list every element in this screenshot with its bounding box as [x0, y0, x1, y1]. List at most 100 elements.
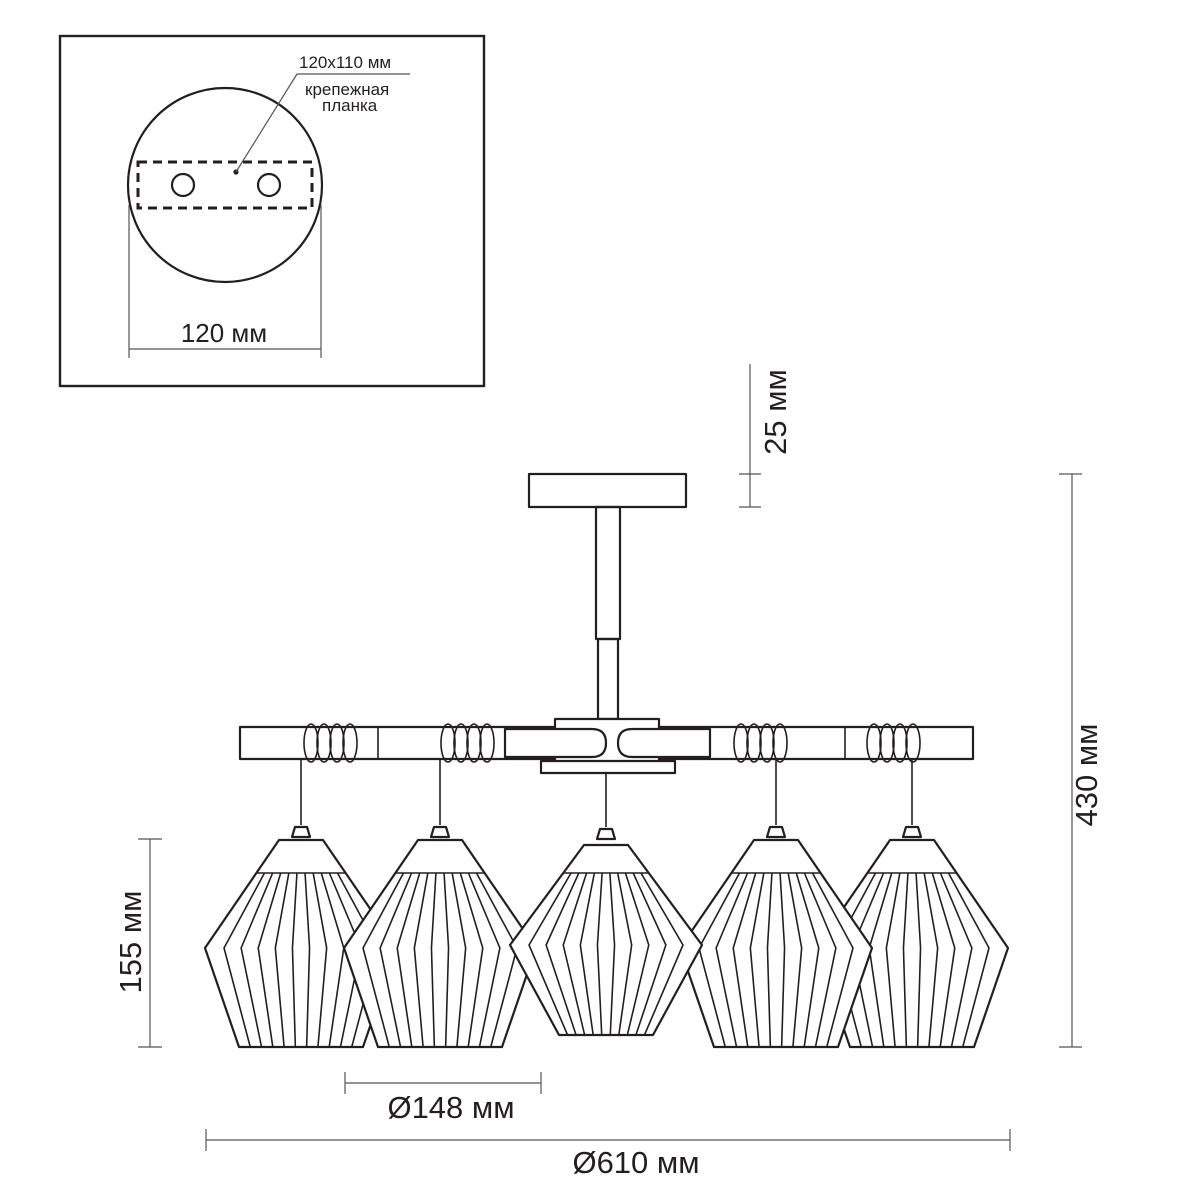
shade-rib: [443, 872, 450, 1048]
coil-turn: [316, 723, 332, 763]
mounting-hole-left: [170, 172, 196, 198]
plate-size-label: 120x110 мм: [299, 53, 391, 72]
shade-rib: [795, 872, 820, 1048]
shade-rib: [362, 872, 405, 1048]
shade-2: [342, 759, 538, 1049]
stem-upper: [594, 505, 622, 641]
hub-loop-right: [616, 727, 712, 759]
shade-rib: [811, 872, 854, 1048]
coil-turn: [866, 723, 882, 763]
coil-turn: [453, 723, 469, 763]
shade-rib: [609, 872, 616, 1036]
shade-rib: [430, 872, 437, 1048]
shade-outline: [678, 838, 874, 1049]
shade-rib: [291, 872, 298, 1048]
shade-rib: [902, 872, 909, 1048]
coil-turn: [759, 723, 775, 763]
shade-rib: [528, 872, 572, 1036]
shade-rib: [596, 872, 603, 1036]
inset-frame: [58, 34, 486, 388]
shade-rib: [885, 872, 901, 1048]
coil-wrap-4: [866, 723, 921, 763]
shade-rib: [779, 872, 786, 1048]
shade-1: [203, 759, 399, 1049]
coil-wrap-3: [733, 723, 788, 763]
coil-turn: [879, 723, 895, 763]
fixture: [203, 472, 1010, 1049]
mounting-plate-outline: [136, 160, 314, 210]
shade-rib: [274, 872, 290, 1048]
ceiling-canopy: [527, 472, 688, 509]
cord-socket: [901, 825, 923, 839]
shade-rib: [939, 872, 973, 1048]
coil-turn: [733, 723, 749, 763]
shade-rib: [632, 872, 667, 1036]
plate-leader-line: [235, 73, 298, 173]
shade-rib: [223, 872, 266, 1048]
shade-rib: [451, 872, 467, 1048]
shade-rib: [732, 872, 757, 1048]
canopy-base-circle: [126, 86, 324, 284]
shade-rib: [640, 872, 684, 1036]
shade-rib: [749, 872, 765, 1048]
shade-rib: [562, 872, 588, 1036]
mounting-hole-right: [256, 172, 282, 198]
shade-outline: [342, 838, 538, 1049]
coil-turn: [303, 723, 319, 763]
coil-wrap-1: [303, 723, 358, 763]
shade-rib: [579, 872, 596, 1036]
shade-rib: [915, 872, 922, 1048]
shade-rib: [923, 872, 939, 1048]
canopy-height-label: 25 мм: [758, 369, 793, 455]
shade-rib: [616, 872, 633, 1036]
shade-rib: [312, 872, 328, 1048]
coil-turn: [746, 723, 762, 763]
shade-3: [508, 773, 704, 1037]
shade-rib: [947, 872, 990, 1048]
shade-rib: [766, 872, 773, 1048]
base-diameter-label: 120 мм: [181, 318, 267, 348]
shade-5: [814, 759, 1010, 1049]
shade-rib: [396, 872, 421, 1048]
shade-rib: [803, 872, 837, 1048]
shade-rib: [240, 872, 274, 1048]
shade-rib: [545, 872, 580, 1036]
stem-lower: [596, 637, 620, 721]
cord-socket: [290, 825, 312, 839]
total-diameter-label: Ø610 мм: [572, 1145, 699, 1180]
plate-label-line2: планка: [322, 96, 378, 115]
hub-lower-plate: [539, 759, 677, 775]
shade-rib: [304, 872, 311, 1048]
cord-socket: [429, 825, 451, 839]
shades: [203, 759, 1010, 1049]
shade-rib: [257, 872, 282, 1048]
coil-wraps: [303, 723, 921, 763]
coil-turn: [905, 723, 921, 763]
coil-turn: [440, 723, 456, 763]
mounting-inset: 120x110 мм крепежная планка 120 мм: [58, 34, 486, 388]
shade-rib: [931, 872, 956, 1048]
coil-turn: [892, 723, 908, 763]
cord-socket: [595, 827, 617, 841]
coil-turn: [772, 723, 788, 763]
dimensions: 25 мм 430 мм 155 мм Ø148 мм Ø610 мм: [113, 364, 1104, 1180]
shade-outline: [203, 838, 399, 1049]
shade-rib: [787, 872, 803, 1048]
coil-turn: [329, 723, 345, 763]
shade-4: [678, 759, 874, 1049]
shade-rib: [624, 872, 650, 1036]
hub-loop-left: [503, 727, 608, 759]
shade-outline: [508, 843, 704, 1037]
cord-socket: [765, 825, 787, 839]
coil-turn: [479, 723, 495, 763]
coil-turn: [342, 723, 358, 763]
total-height-label: 430 мм: [1069, 724, 1104, 827]
shade-diameter-label: Ø148 мм: [387, 1090, 514, 1125]
shade-rib: [459, 872, 484, 1048]
shade-rib: [413, 872, 429, 1048]
coil-wrap-2: [440, 723, 495, 763]
shade-rib: [379, 872, 413, 1048]
shade-rib: [715, 872, 749, 1048]
shade-rib: [467, 872, 501, 1048]
